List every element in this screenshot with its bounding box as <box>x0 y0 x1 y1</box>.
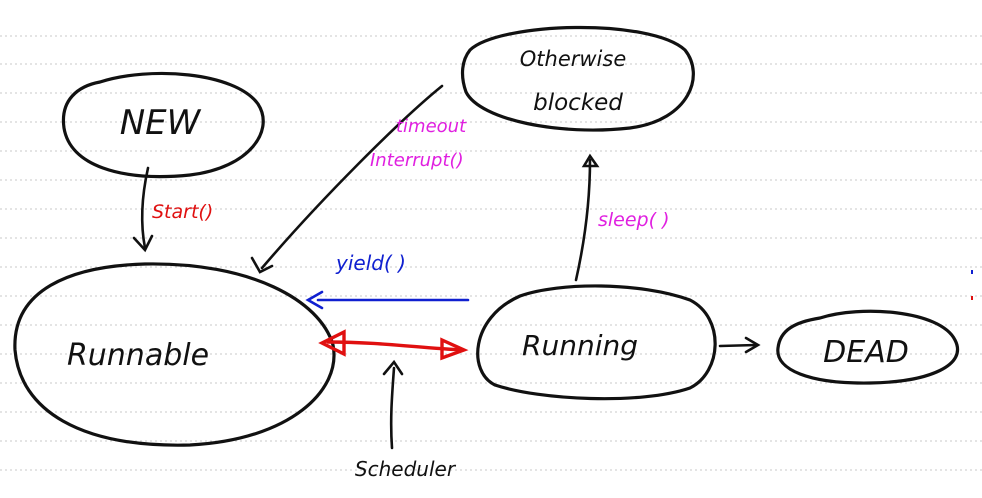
arrow-blocked-to-runnable <box>250 84 444 274</box>
state-running-label: Running <box>522 329 638 362</box>
state-dead-label: DEAD <box>823 335 909 370</box>
arrow-running-to-dead <box>718 336 761 354</box>
state-running-ellipse <box>476 284 717 401</box>
state-new-ellipse <box>61 71 265 179</box>
arrow-runnable-running-bidirectional <box>318 329 469 361</box>
arrow-running-to-blocked <box>574 153 600 282</box>
state-runnable-ellipse <box>13 262 336 447</box>
state-dead-ellipse <box>776 309 959 385</box>
state-otherwise-blocked-ellipse <box>460 25 695 132</box>
state-otherwise-label: Otherwise <box>520 47 627 71</box>
arrow-scheduler <box>382 359 404 450</box>
arrow-yield <box>305 290 470 310</box>
label-interrupt: Interrupt() <box>370 150 464 171</box>
label-sleep: sleep( ) <box>598 209 669 231</box>
state-new-label: NEW <box>120 103 202 143</box>
label-timeout: timeout <box>396 116 467 137</box>
label-start: Start() <box>152 201 213 223</box>
label-scheduler: Scheduler <box>355 457 457 481</box>
ruled-lines <box>0 35 982 471</box>
label-yield: yield( ) <box>335 251 406 275</box>
state-runnable-label: Runnable <box>67 338 209 373</box>
state-blocked-label: blocked <box>533 90 623 116</box>
arrow-new-to-runnable <box>132 166 154 253</box>
